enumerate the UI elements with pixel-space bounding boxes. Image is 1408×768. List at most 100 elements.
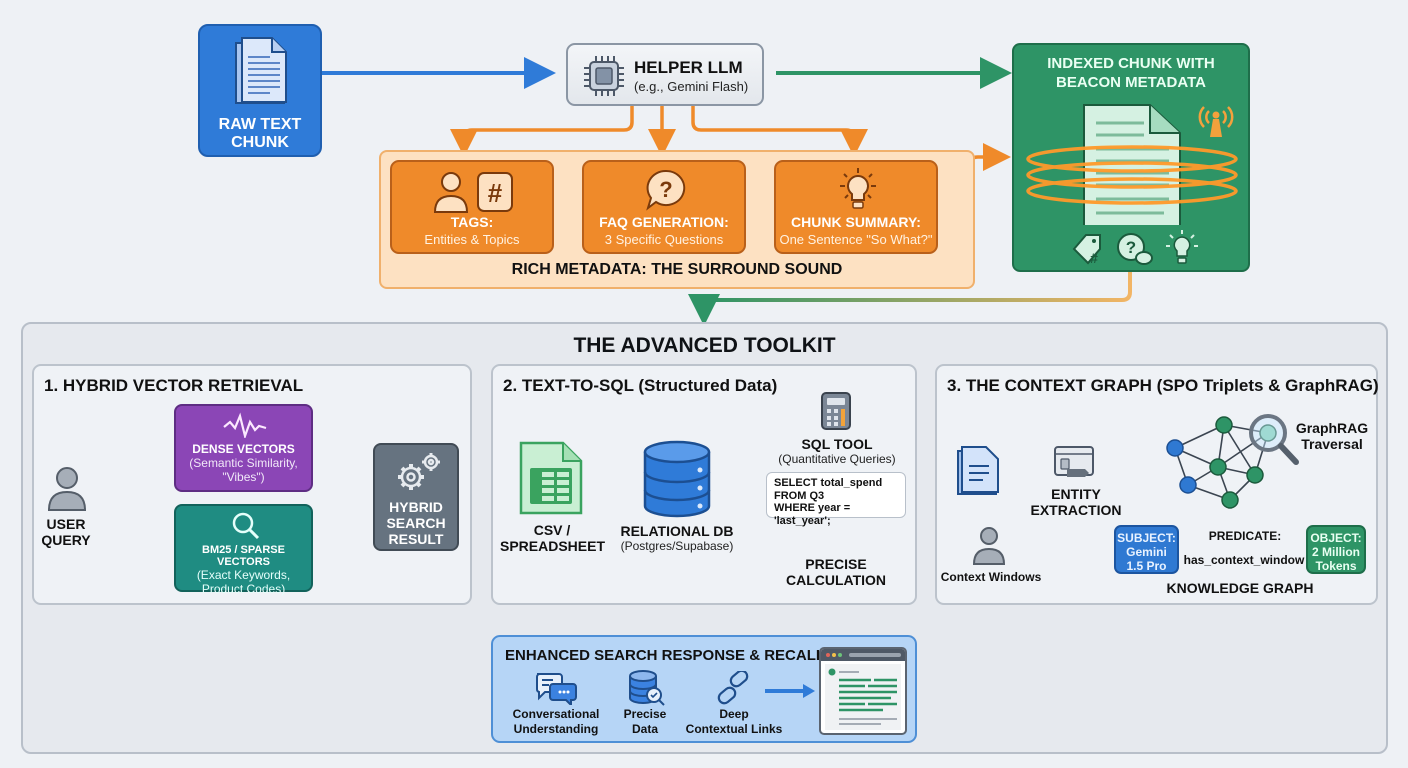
csv-label-2: SPREADSHEET — [500, 538, 606, 554]
svg-text:?: ? — [1126, 238, 1136, 257]
object-line-2: 2 Million — [1312, 545, 1360, 559]
graph-node — [1215, 416, 1233, 434]
faq-title: FAQ GENERATION: — [599, 214, 729, 230]
graph-node — [1179, 476, 1197, 494]
database-icon — [643, 440, 711, 518]
tag-hash-icon: # — [1072, 234, 1101, 266]
waveform-icon — [223, 412, 267, 438]
faq-subtitle: 3 Specific Questions — [604, 232, 724, 247]
helper-llm-subtitle: (e.g., Gemini Flash) — [634, 79, 749, 94]
object-line-1: OBJECT: — [1310, 531, 1362, 545]
graphrag-traversal-2: Traversal — [1301, 436, 1363, 452]
database-search-icon — [629, 670, 665, 706]
object-line-3: Tokens — [1315, 559, 1357, 573]
user-icon — [972, 527, 1006, 565]
faq-card: ? FAQ GENERATION: 3 Specific Questions — [582, 160, 746, 254]
indexed-title-1: INDEXED CHUNK WITH — [1047, 55, 1215, 72]
chip-icon — [584, 56, 624, 96]
hybrid-search-result-node: HYBRID SEARCH RESULT — [373, 443, 459, 551]
precise-calc-1: PRECISE — [805, 556, 867, 572]
indexed-chunk-node: INDEXED CHUNK WITH BEACON METADATA # ? — [1012, 43, 1250, 272]
hybrid-panel-title: 1. HYBRID VECTOR RETRIEVAL — [44, 376, 304, 395]
response-browser-window — [819, 647, 907, 735]
sparse-title: BM25 / SPARSE VECTORS — [202, 544, 285, 568]
knowledge-graph-caption: KNOWLEDGE GRAPH — [1166, 580, 1314, 596]
raw-text-chunk-node: RAW TEXT CHUNK — [198, 24, 322, 157]
sql-query-line-2: FROM Q3 — [774, 489, 825, 502]
sql-tool-subtitle: (Quantitative Queries) — [778, 452, 896, 466]
subject-node: SUBJECT: Gemini 1.5 Pro — [1114, 525, 1179, 574]
enhanced-item-1-line-2: Understanding — [513, 722, 599, 736]
svg-text:#: # — [1090, 250, 1098, 266]
question-chat-icon: ? — [1117, 233, 1153, 265]
tags-card: # TAGS: Entities & Topics — [390, 160, 554, 254]
summary-card: CHUNK SUMMARY: One Sentence "So What?" — [774, 160, 938, 254]
dense-vectors-node: DENSE VECTORS (Semantic Similarity, "Vib… — [174, 404, 313, 492]
csv-label-1: CSV / — [533, 522, 571, 538]
gears-icon — [398, 453, 440, 490]
arrow-helper-to-tags — [450, 106, 634, 157]
documents-icon — [957, 446, 999, 495]
predicate-label: PREDICATE: — [1208, 529, 1282, 543]
hybrid-result-3: RESULT — [388, 531, 444, 547]
sql-query-line-3: WHERE year = 'last_year'; — [774, 502, 851, 527]
lightbulb-icon — [1166, 230, 1198, 264]
sql-query-box: SELECT total_spend FROM Q3 WHERE year = … — [766, 472, 906, 527]
raw-chunk-label-1: RAW TEXT — [218, 116, 302, 133]
tags-subtitle: Entities & Topics — [424, 232, 520, 247]
chat-bubbles-icon — [536, 673, 577, 705]
enhanced-search-response: ENHANCED SEARCH RESPONSE & RECALL Conver… — [491, 635, 917, 743]
subject-line-2: Gemini — [1126, 545, 1167, 559]
entity-extraction-1: ENTITY — [1051, 486, 1101, 502]
document-icon — [235, 37, 287, 104]
user-query-label-1: USER — [46, 516, 86, 532]
svg-text:?: ? — [659, 177, 672, 202]
entity-extraction-icon — [1054, 446, 1094, 477]
enhanced-item-2-line-1: Precise — [623, 707, 667, 721]
dense-sub-2: "Vibes") — [222, 470, 265, 484]
enhanced-item-1-line-1: Conversational — [512, 707, 600, 721]
search-icon — [232, 512, 260, 540]
helper-llm-node: HELPER LLM (e.g., Gemini Flash) — [566, 43, 764, 106]
question-bubble-icon: ? — [646, 169, 686, 211]
user-icon — [47, 467, 87, 511]
graph-node — [1221, 491, 1239, 509]
dense-title: DENSE VECTORS — [192, 442, 295, 456]
graph-node — [1259, 424, 1277, 442]
raw-chunk-label-2: CHUNK — [231, 134, 289, 151]
knowledge-graph-network — [1166, 414, 1299, 509]
entity-extraction-2: EXTRACTION — [1030, 502, 1122, 518]
tags-title: TAGS: — [450, 214, 494, 230]
graph-node — [1246, 466, 1264, 484]
sql-tool-title: SQL TOOL — [801, 436, 873, 452]
link-icon — [717, 671, 749, 705]
indexed-document-icon — [1026, 104, 1238, 225]
lightbulb-icon — [840, 168, 876, 209]
helper-llm-title: HELPER LLM — [634, 58, 743, 77]
subject-line-3: 1.5 Pro — [1126, 559, 1167, 573]
enhanced-item-3-line-1: Deep — [719, 707, 749, 721]
toolkit-title: THE ADVANCED TOOLKIT — [573, 334, 836, 357]
db-title: RELATIONAL DB — [620, 523, 734, 539]
indexed-title-2: BEACON METADATA — [1056, 74, 1206, 91]
enhanced-title: ENHANCED SEARCH RESPONSE & RECALL — [505, 647, 826, 664]
beacon-icon — [1198, 106, 1234, 137]
browser-icon — [821, 649, 905, 730]
db-subtitle: (Postgres/Supabase) — [620, 539, 734, 553]
predicate-value: has_context_window — [1183, 553, 1305, 567]
summary-title: CHUNK SUMMARY: — [791, 214, 921, 230]
rich-metadata-caption: RICH METADATA: THE SURROUND SOUND — [511, 261, 843, 278]
rich-metadata-group: # TAGS: Entities & Topics ? FAQ GENERATI… — [379, 150, 975, 289]
arrow-helper-to-summary — [691, 106, 868, 157]
dense-sub-1: (Semantic Similarity, — [189, 456, 298, 470]
graph-node — [1209, 458, 1227, 476]
arrow-to-browser — [765, 684, 815, 698]
spreadsheet-icon — [519, 441, 583, 515]
person-hash-icon: # — [433, 172, 513, 213]
context-windows-label: Context Windows — [940, 570, 1042, 584]
calculator-icon — [821, 392, 851, 430]
graph-panel-title: 3. THE CONTEXT GRAPH (SPO Triplets & Gra… — [947, 376, 1379, 395]
sparse-sub-2: Product Codes) — [201, 582, 286, 596]
enhanced-item-2-line-2: Data — [631, 722, 658, 736]
graph-node — [1166, 439, 1184, 457]
